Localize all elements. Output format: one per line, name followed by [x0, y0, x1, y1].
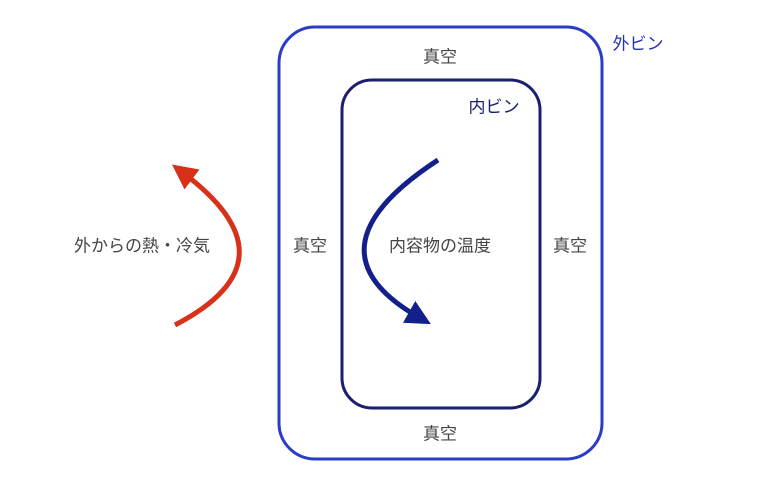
vacuum-bottom-label: 真空	[423, 424, 457, 445]
contents-temperature-label: 内容物の温度	[389, 236, 491, 257]
vacuum-right-label: 真空	[553, 236, 587, 257]
heat-arrow	[171, 164, 242, 328]
external-heat-label: 外からの熱・冷気	[74, 236, 210, 257]
contents-temperature-arrow	[361, 157, 440, 325]
outer-bottle-label: 外ビン	[612, 34, 664, 55]
inner-bottle	[340, 78, 542, 410]
inner-bottle-label: 内ビン	[468, 97, 520, 118]
vacuum-top-label: 真空	[423, 47, 457, 68]
outer-bottle	[277, 25, 604, 461]
vacuum-left-label: 真空	[293, 236, 327, 257]
